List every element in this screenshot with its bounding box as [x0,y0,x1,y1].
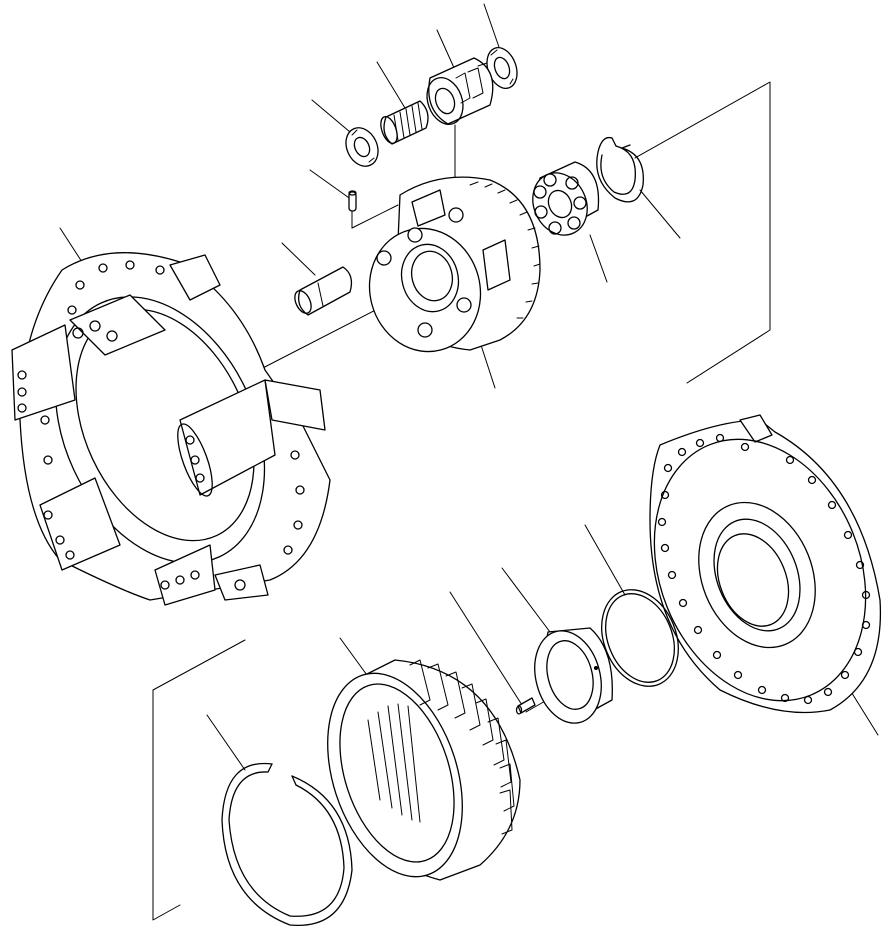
leader-line-retainer [501,567,551,633]
axis-line-pin-hole [351,204,399,229]
needle-bearing [380,100,429,145]
group-brackets [152,81,771,921]
hub-cover-bolt-holes [657,433,871,705]
ball-bearing [532,161,600,236]
leader-line-case [59,227,83,263]
leader-line-o-ring [584,524,626,596]
leader-line-planet-shaft [281,242,316,276]
hub-cover [649,414,882,714]
leader-line-hub-cover [849,689,879,736]
spring-pin [348,190,357,212]
retainer [534,627,613,724]
bracket-upper-right [634,81,771,384]
leader-line-carrier [479,341,496,389]
leader-line-dowel-pin [449,591,523,706]
thrust-washer-lower [345,127,379,167]
dowel-pin [515,697,536,715]
snap-ring-lower [221,762,353,927]
planet-carrier [368,176,541,353]
leader-line-needle-bearing [376,61,406,109]
leader-line-snap-ring [639,189,681,239]
axis-line-case-carrier [254,299,396,373]
leader-line-washer-top [483,3,501,51]
bracket-lower-left [152,639,246,921]
leader-line-spring-pin [309,169,353,201]
leader-line-snap-ring-lower [206,714,246,771]
planet-gear [426,57,494,125]
leader-line-gear [436,29,456,71]
leader-line-washer [311,99,351,133]
planet-shaft [294,266,353,316]
leader-line-ball-bearing [589,234,608,283]
final-drive-case [11,252,331,606]
ring-gear [327,659,521,881]
leader-lines [59,3,879,771]
snap-ring-upper [596,136,644,203]
